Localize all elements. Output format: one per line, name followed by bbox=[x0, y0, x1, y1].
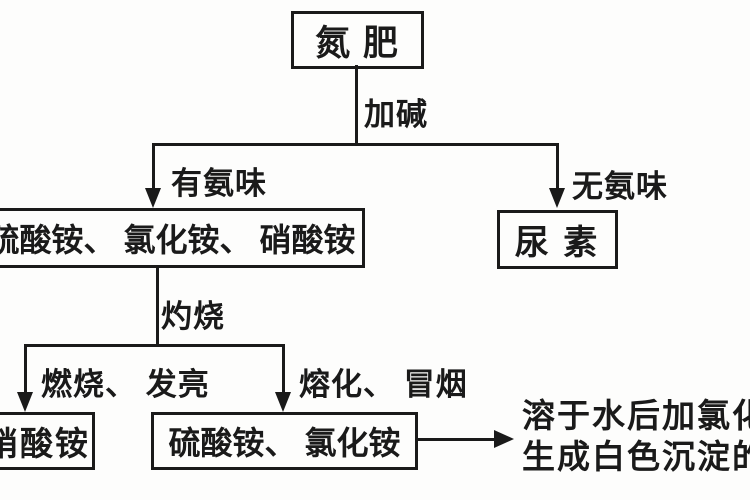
arrowhead-down-left2 bbox=[17, 392, 33, 412]
box-ammonium-nitrate: 硝酸铵 bbox=[0, 412, 95, 470]
box-nitrogen-fertilizer: 氮 肥 bbox=[291, 11, 424, 69]
edge-label-calcination: 灼烧 bbox=[161, 299, 225, 334]
edge-label-melt-smoke: 熔化、 冒烟 bbox=[299, 367, 468, 402]
box-ammonium-nitrate-label: 硝酸铵 bbox=[0, 427, 90, 463]
box-sulfate-chloride: 硫酸铵、 氯化铵 bbox=[151, 412, 418, 470]
arrowhead-down-right1 bbox=[549, 188, 565, 208]
arrowhead-down-left1 bbox=[145, 188, 161, 208]
box-ammonium-salts: 硫酸铵、 氯化铵、 硝酸铵 bbox=[0, 208, 365, 268]
connector-branch2-right bbox=[282, 344, 285, 394]
edge-label-no-ammonia: 无氨味 bbox=[572, 169, 668, 204]
box-sulfate-chloride-label: 硫酸铵、 氯化铵 bbox=[168, 425, 401, 461]
edge-label-add-alkali: 加碱 bbox=[364, 97, 428, 132]
connector-branch2-left bbox=[24, 344, 27, 394]
result-text-line2: 生成白色沉淀的 bbox=[522, 440, 750, 476]
box-urea-label: 尿 素 bbox=[514, 225, 601, 262]
connector-salts-down bbox=[156, 266, 159, 347]
arrowhead-down-right2 bbox=[275, 392, 291, 412]
box-urea: 尿 素 bbox=[497, 210, 618, 269]
box-ammonium-salts-label: 硫酸铵、 氯化铵、 硝酸铵 bbox=[0, 222, 356, 258]
box-nitrogen-fertilizer-label: 氮 肥 bbox=[315, 23, 400, 63]
edge-label-has-ammonia: 有氨味 bbox=[171, 166, 267, 201]
edge-label-burn-glow: 燃烧、 发亮 bbox=[41, 367, 210, 402]
arrowhead-right-result bbox=[494, 430, 514, 448]
connector-result-horizontal bbox=[416, 438, 498, 441]
result-text: 溶于水后加氯化 生成白色沉淀的 bbox=[522, 397, 750, 479]
connector-branch2-horizontal bbox=[24, 344, 285, 347]
connector-branch1-horizontal bbox=[152, 143, 559, 146]
connector-branch1-right bbox=[556, 143, 559, 193]
result-text-line1: 溶于水后加氯化 bbox=[522, 399, 750, 435]
connector-branch1-left bbox=[152, 143, 155, 193]
connector-root-down bbox=[355, 65, 358, 145]
